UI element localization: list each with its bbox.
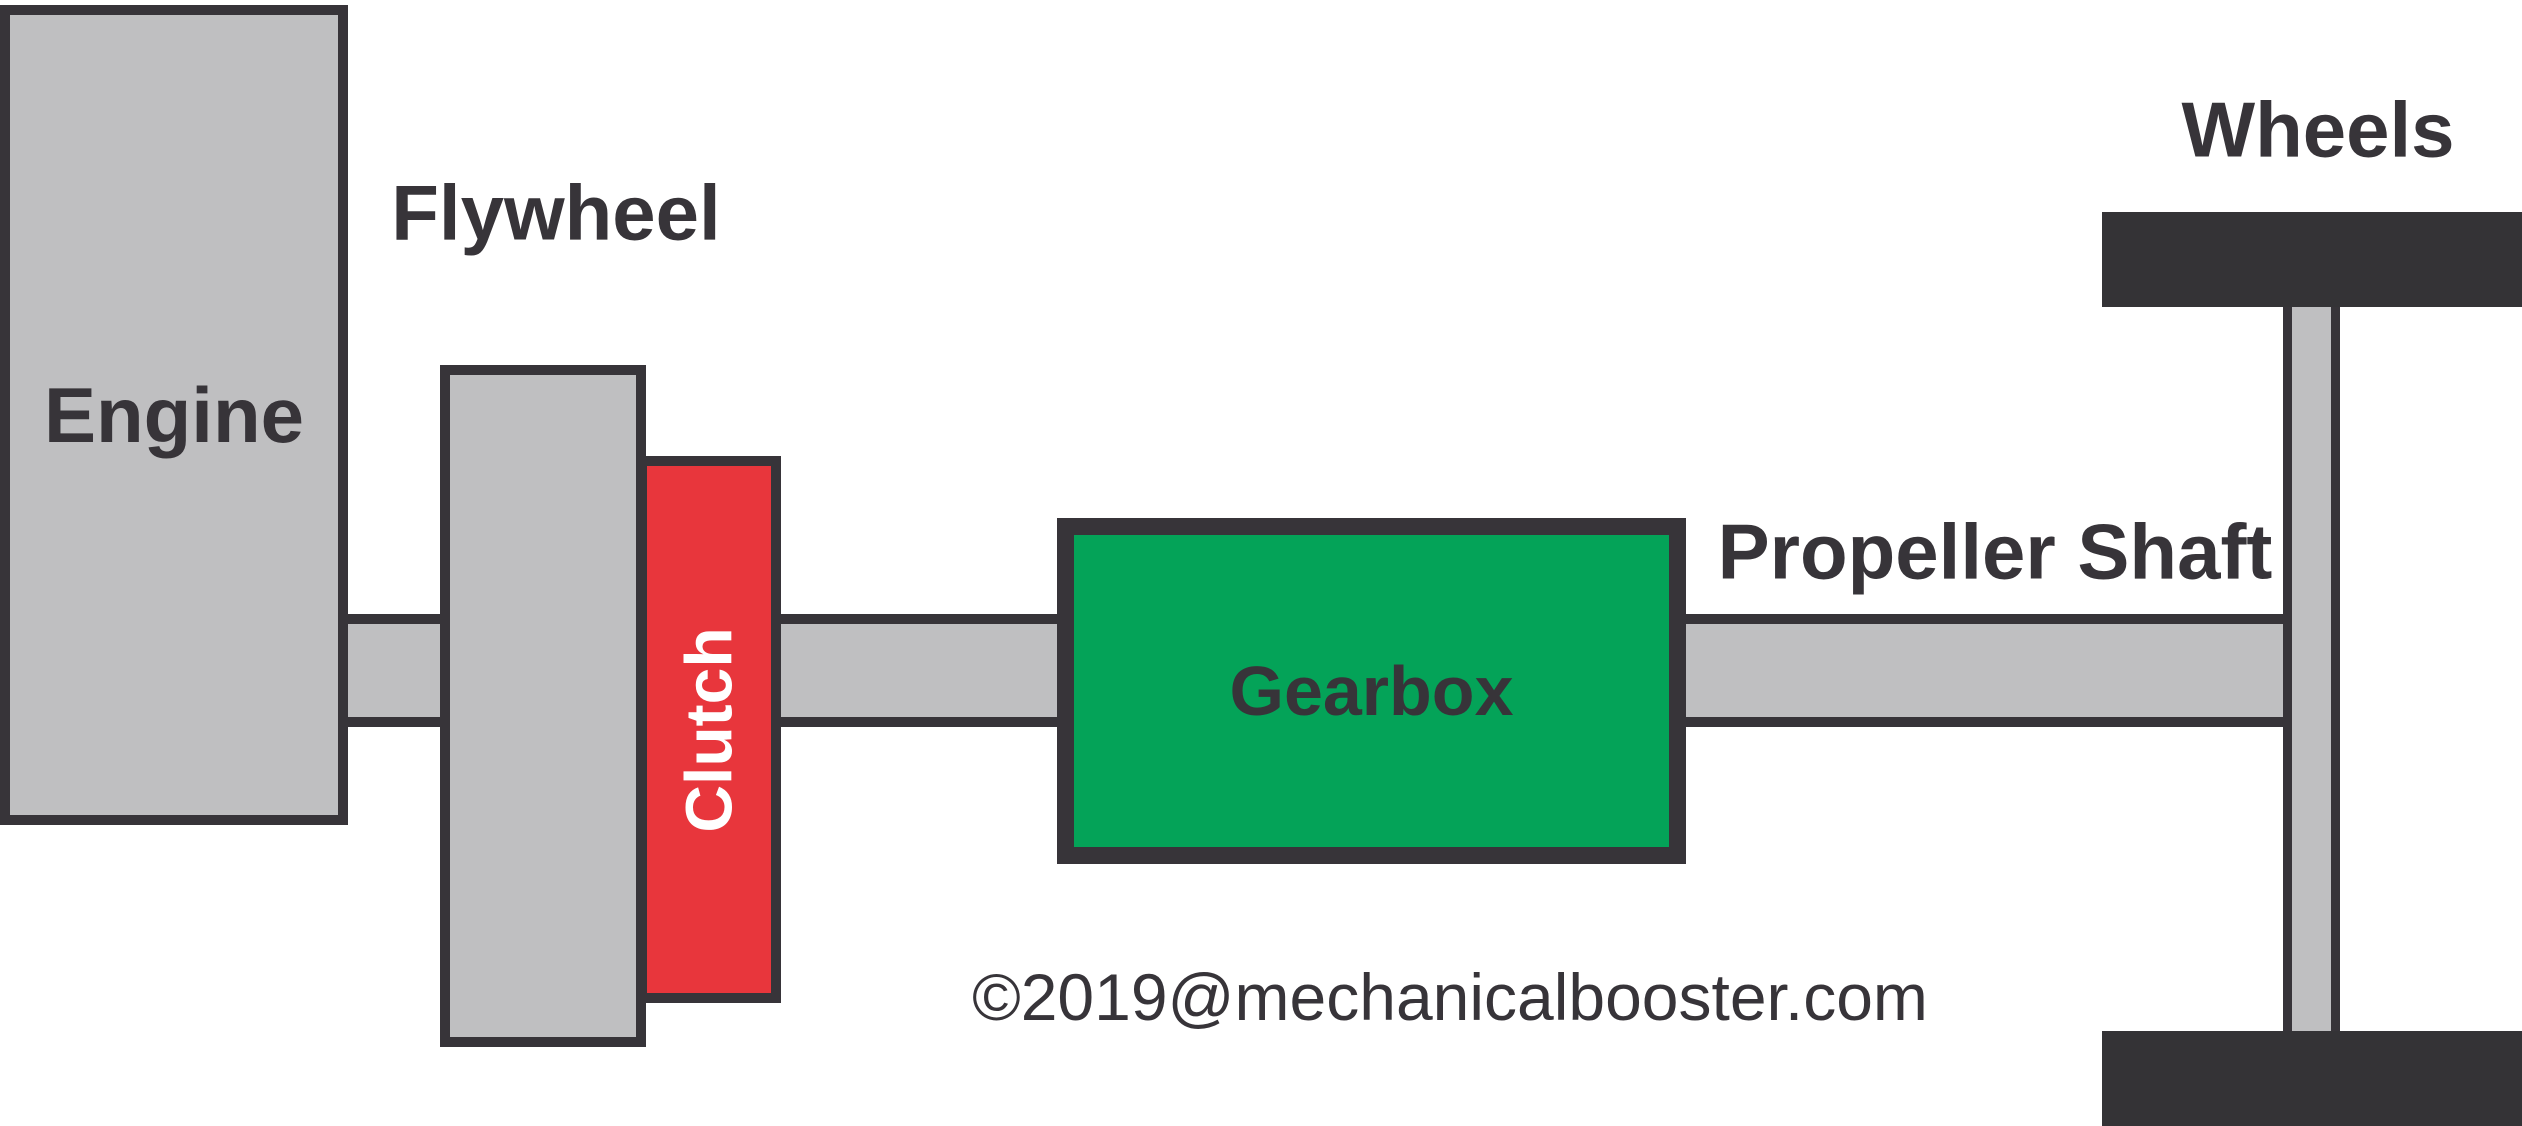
bottom-wheel [2102, 1031, 2522, 1126]
gearbox-label: Gearbox [1229, 652, 1514, 730]
engine-label: Engine [43, 370, 304, 459]
propeller-shaft-label: Propeller Shaft [1717, 507, 2273, 596]
engine-box: Engine [0, 5, 348, 825]
wheel-axle-bar [2283, 307, 2340, 1031]
clutch-box: Clutch [637, 456, 781, 1003]
flywheel-box [440, 365, 646, 1047]
top-wheel [2102, 212, 2522, 307]
gearbox-box: Gearbox [1057, 518, 1686, 864]
flywheel-label: Flywheel [391, 168, 721, 257]
wheels-label: Wheels [2181, 85, 2455, 174]
clutch-label: Clutch [672, 626, 747, 833]
copyright-watermark: ©2019@mechanicalbooster.com [972, 960, 1928, 1034]
